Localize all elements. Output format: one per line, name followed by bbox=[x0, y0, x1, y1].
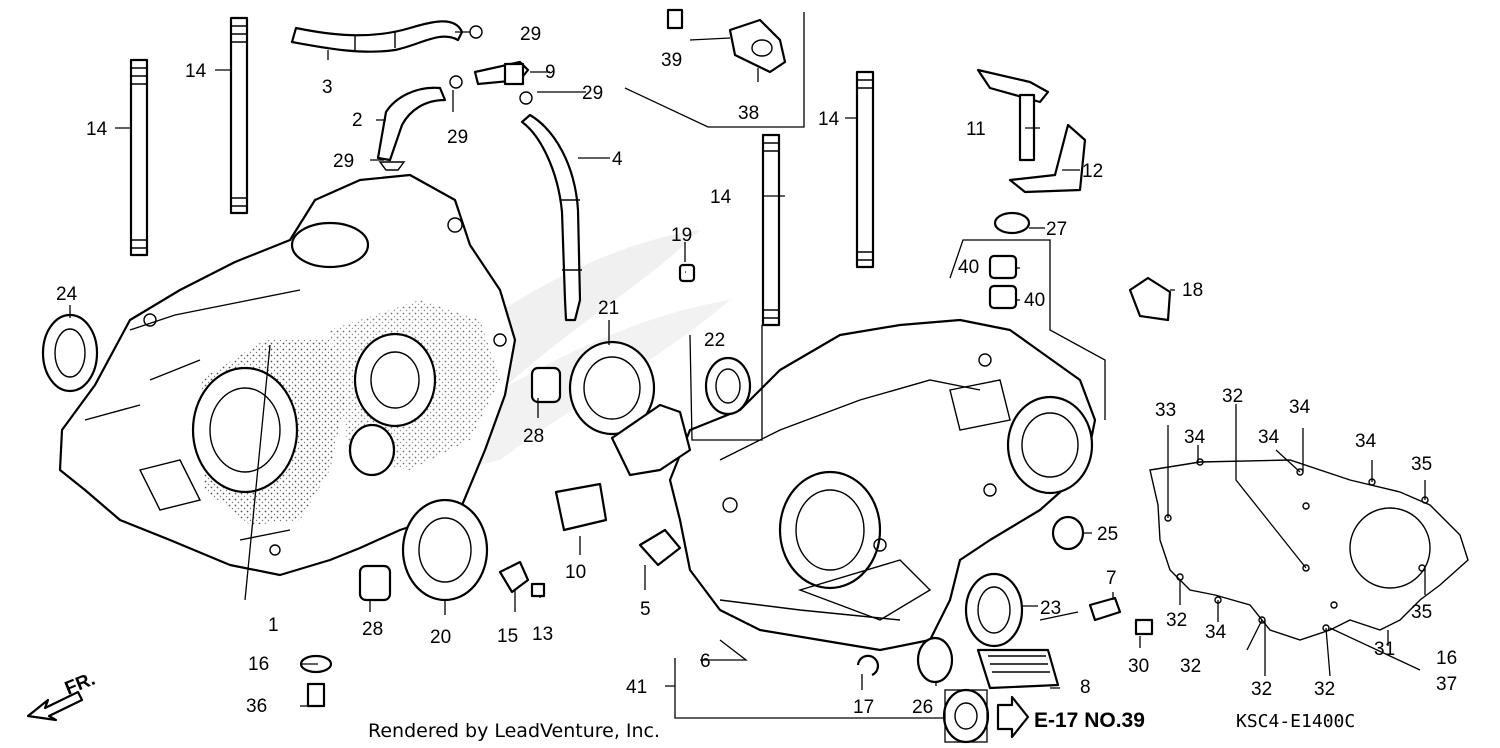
crankcase-gasket bbox=[1149, 458, 1469, 641]
callout-5: 5 bbox=[640, 599, 651, 620]
callout-2: 2 bbox=[352, 110, 363, 131]
callout-29a: 29 bbox=[520, 24, 541, 45]
callout-39: 39 bbox=[661, 50, 682, 71]
callout-38: 38 bbox=[738, 103, 759, 124]
callout-14a: 14 bbox=[86, 119, 108, 140]
callout-8: 8 bbox=[1080, 677, 1091, 698]
callout-7: 7 bbox=[1106, 568, 1117, 589]
fr-label: FR. bbox=[62, 669, 98, 700]
callout-26: 26 bbox=[912, 697, 933, 718]
callout-22: 22 bbox=[704, 330, 725, 351]
callout-13: 13 bbox=[532, 624, 553, 645]
diagram-code: KSC4-E1400C bbox=[1236, 711, 1355, 732]
breather-hoses bbox=[290, 20, 582, 322]
credit-text: Rendered by LeadVenture, Inc. bbox=[368, 720, 660, 742]
callout-34d: 34 bbox=[1355, 431, 1377, 452]
callout-36: 36 bbox=[246, 696, 267, 717]
callout-32b: 32 bbox=[1166, 610, 1187, 631]
callout-20: 20 bbox=[430, 627, 451, 648]
reference-link[interactable]: E-17 NO.39 bbox=[1034, 709, 1145, 732]
callout-19: 19 bbox=[671, 225, 692, 246]
callout-14b: 14 bbox=[185, 61, 207, 82]
callout-34b: 34 bbox=[1258, 427, 1280, 448]
callout-15: 15 bbox=[497, 626, 518, 647]
callout-25: 25 bbox=[1097, 524, 1118, 545]
callout-34e: 34 bbox=[1205, 622, 1227, 643]
callout-31: 31 bbox=[1374, 639, 1395, 660]
callout-29c: 29 bbox=[447, 127, 468, 148]
leader-lines bbox=[69, 31, 1426, 719]
callout-40a: 40 bbox=[958, 257, 979, 278]
callout-34a: 34 bbox=[1184, 427, 1206, 448]
callout-labels: 1 2 3 4 5 6 7 8 9 10 11 12 13 14 14 14 1… bbox=[56, 24, 1457, 718]
left-small-parts bbox=[41, 263, 696, 708]
callout-27: 27 bbox=[1046, 219, 1067, 240]
callout-1: 1 bbox=[268, 615, 279, 636]
callout-10: 10 bbox=[565, 562, 586, 583]
callout-17: 17 bbox=[853, 697, 874, 718]
callout-28a: 28 bbox=[523, 426, 544, 447]
front-direction-arrow: FR. bbox=[26, 669, 98, 722]
callout-14c: 14 bbox=[710, 187, 732, 208]
callout-21: 21 bbox=[598, 298, 619, 319]
callout-32a: 32 bbox=[1222, 386, 1243, 407]
callout-11: 11 bbox=[966, 119, 986, 140]
left-crankcase bbox=[58, 173, 517, 577]
callout-3: 3 bbox=[322, 77, 333, 98]
callout-29d: 29 bbox=[333, 151, 354, 172]
callout-29b: 29 bbox=[582, 83, 603, 104]
callout-14d: 14 bbox=[818, 109, 840, 130]
right-crankcase bbox=[610, 318, 1097, 652]
right-small-parts bbox=[704, 68, 1172, 744]
callout-16a: 16 bbox=[248, 654, 269, 675]
callout-40b: 40 bbox=[1024, 290, 1045, 311]
callout-35a: 35 bbox=[1411, 454, 1432, 475]
callout-32e: 32 bbox=[1314, 679, 1335, 700]
callout-12: 12 bbox=[1082, 161, 1103, 182]
callout-41: 41 bbox=[626, 677, 647, 698]
callout-34c: 34 bbox=[1289, 397, 1311, 418]
callout-37: 37 bbox=[1436, 674, 1457, 695]
detail-box-38-39 bbox=[624, 8, 805, 128]
callout-32d: 32 bbox=[1251, 679, 1272, 700]
stud-bolts bbox=[129, 16, 875, 327]
callout-4: 4 bbox=[612, 149, 623, 170]
callout-9: 9 bbox=[545, 62, 556, 83]
callout-30: 30 bbox=[1128, 656, 1149, 677]
callout-16b: 16 bbox=[1436, 648, 1457, 669]
callout-28b: 28 bbox=[362, 619, 383, 640]
callout-24: 24 bbox=[56, 284, 78, 305]
callout-18: 18 bbox=[1182, 280, 1203, 301]
callout-6: 6 bbox=[700, 651, 711, 672]
callout-23: 23 bbox=[1040, 598, 1061, 619]
callout-32c: 32 bbox=[1180, 656, 1201, 677]
callout-35b: 35 bbox=[1411, 602, 1432, 623]
callout-33: 33 bbox=[1155, 400, 1176, 421]
